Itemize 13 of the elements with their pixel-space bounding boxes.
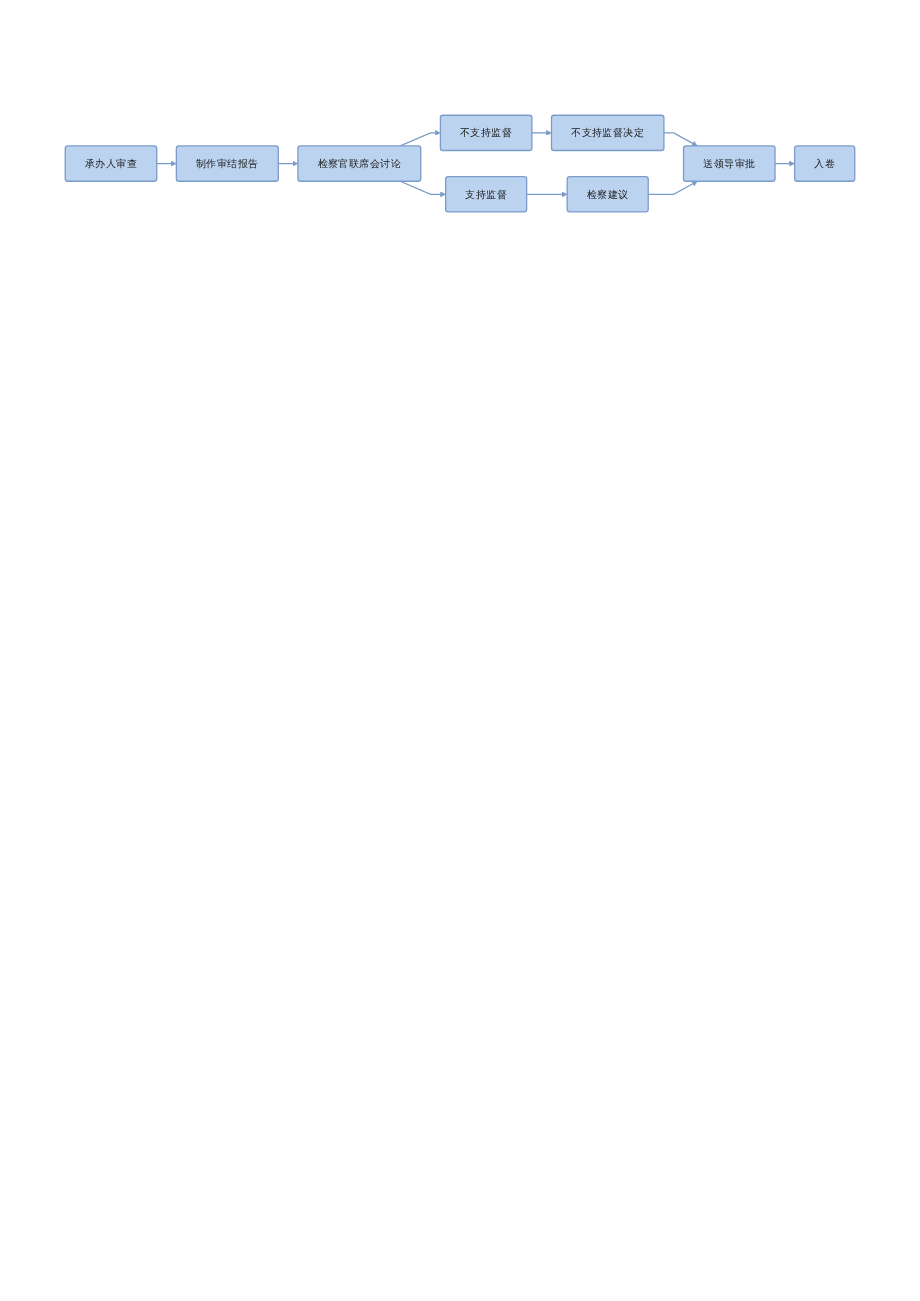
arrow xyxy=(156,160,177,167)
arrow xyxy=(663,132,698,147)
node-box: 承办人审查 xyxy=(64,145,158,182)
node-box: 送领导审批 xyxy=(682,145,776,182)
node-box: 检察官联席会讨论 xyxy=(297,145,422,182)
node-box: 不支持监督 xyxy=(439,114,533,152)
node-box: 检察建议 xyxy=(566,176,649,213)
arrow xyxy=(526,191,568,198)
node-box: 制作审结报告 xyxy=(175,145,279,182)
node-box: 入卷 xyxy=(793,145,856,182)
node-box: 支持监督 xyxy=(444,176,528,213)
node-box: 不支持监督决定 xyxy=(550,114,665,152)
arrow xyxy=(531,130,552,136)
